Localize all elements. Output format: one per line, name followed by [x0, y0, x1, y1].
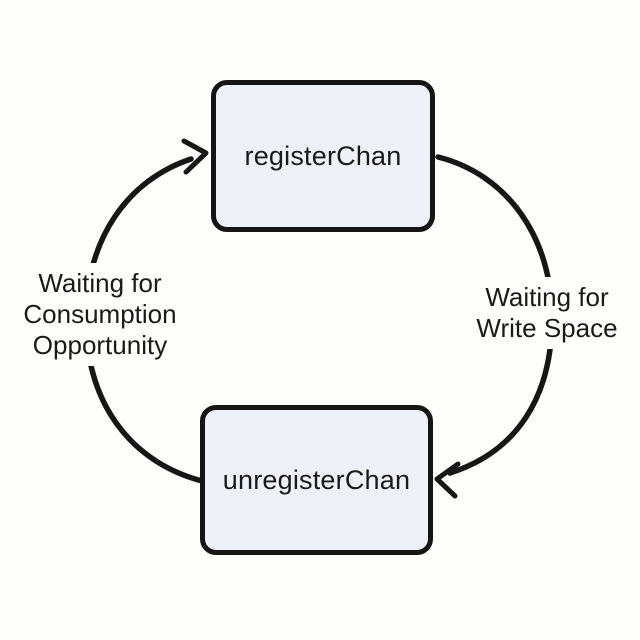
node-registerchan: registerChan — [211, 80, 435, 232]
right-arrowhead-icon — [434, 461, 461, 499]
edge-label-line: Waiting for — [38, 268, 162, 298]
node-unregisterchan: unregisterChan — [200, 405, 433, 555]
edge-label-line: Opportunity — [32, 330, 168, 360]
edge-label-line: Write Space — [476, 313, 618, 343]
left-arrowhead-icon — [181, 138, 209, 175]
node-registerchan-label: registerChan — [244, 140, 402, 171]
edge-label-waiting-write-space: Waiting for Write Space — [462, 277, 632, 349]
edge-label-waiting-consumption: Waiting for Consumption Opportunity — [16, 263, 184, 366]
edge-label-line: Consumption — [23, 299, 177, 329]
node-unregisterchan-label: unregisterChan — [222, 464, 411, 495]
edge-label-line: Waiting for — [485, 282, 609, 312]
